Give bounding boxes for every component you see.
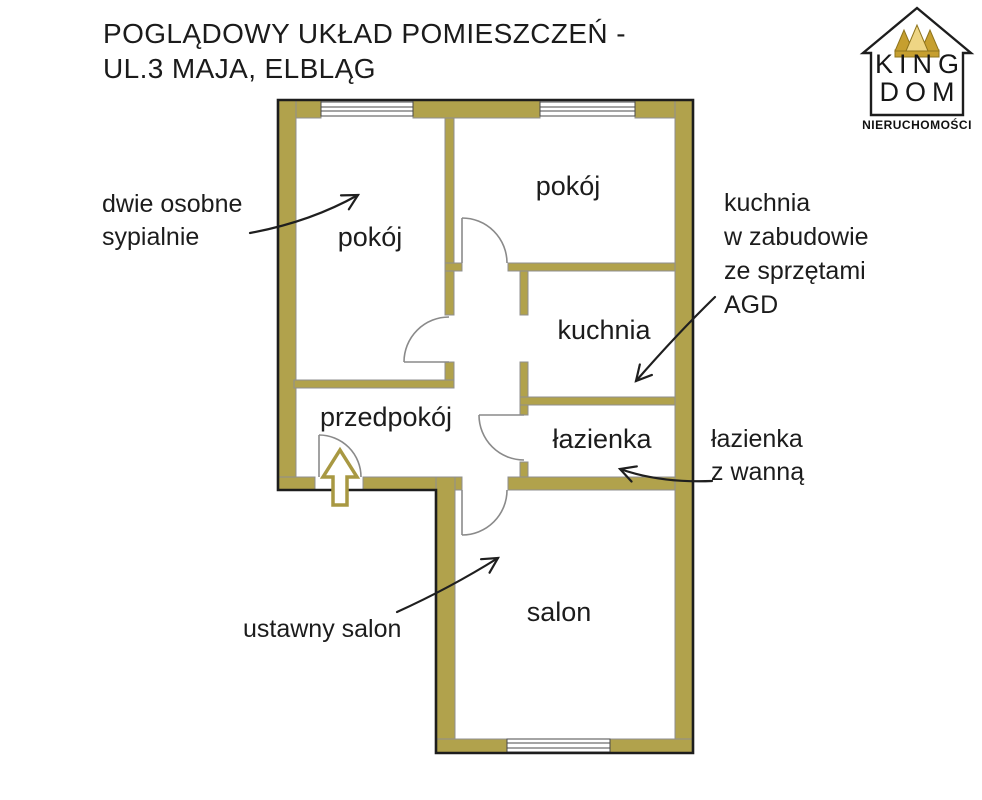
doors (318, 217, 525, 536)
door-bedroom-right (461, 217, 508, 264)
wall-segment (293, 379, 455, 389)
wall-segment (277, 476, 316, 491)
page-title-line-2: UL.3 MAJA, ELBLĄG (103, 53, 376, 84)
windows (320, 101, 636, 753)
note-line: sypialnie (102, 223, 200, 251)
wall-segment (412, 99, 541, 119)
page-title-line-1: POGLĄDOWY UKŁAD POMIESZCZEŃ - (103, 18, 626, 49)
note-line: dwie osobne (102, 190, 243, 218)
logo-brand-king: KING (874, 49, 965, 79)
window-bedroom-right (539, 101, 636, 117)
door-bathroom (478, 414, 525, 461)
door-living-room (461, 489, 508, 536)
room-label-bedroom-left: pokój (337, 222, 403, 252)
wall-segment (519, 361, 529, 416)
wall-segment (674, 99, 694, 754)
interior-walls (293, 117, 676, 478)
wall-segment (277, 99, 297, 491)
wall-segment (507, 262, 676, 272)
room-label-bathroom: łazienka (552, 424, 652, 454)
wall-segment (519, 270, 529, 316)
wall-segment (519, 461, 529, 478)
annotation-arrows (248, 193, 717, 614)
note-line: kuchnia (724, 189, 811, 217)
window-bedroom-left (320, 101, 414, 117)
note-line: łazienka (711, 425, 803, 453)
note-kitchen: kuchnia w zabudowie ze sprzętami AGD (724, 186, 869, 322)
room-label-living-room: salon (526, 597, 592, 627)
wall-segment (435, 476, 456, 754)
arrow-bedrooms (248, 193, 361, 235)
room-label-kitchen: kuchnia (557, 315, 651, 345)
plan-outline (276, 98, 695, 755)
wall-segment (444, 117, 455, 316)
door-bedroom-left (403, 316, 450, 363)
wall-segment (507, 476, 676, 491)
logo (859, 6, 975, 117)
door-entrance (318, 434, 362, 478)
page-title: POGLĄDOWY UKŁAD POMIESZCZEŃ - UL.3 MAJA,… (103, 16, 626, 86)
crown-icon (894, 23, 940, 58)
note-line: ustawny salon (243, 615, 402, 643)
note-living-room: ustawny salon (243, 613, 401, 646)
entrance-arrow-icon (319, 446, 361, 507)
wall-segment (435, 738, 508, 754)
arrow-bathroom (617, 465, 714, 483)
note-bathroom: łazienka z wanną (711, 423, 804, 489)
note-bedrooms: dwie osobne sypialnie (102, 188, 242, 254)
note-line: ze sprzętami (724, 257, 866, 285)
note-line: AGD (724, 291, 779, 319)
house-icon (859, 6, 975, 117)
wall-segment (444, 262, 463, 272)
arrow-kitchen (634, 295, 717, 383)
logo-tagline: NIERUCHOMOŚCI (862, 118, 972, 132)
note-line: z wanną (711, 458, 805, 486)
wall-segment (519, 396, 676, 406)
room-label-hallway: przedpokój (319, 402, 453, 432)
wall-segment (609, 738, 694, 754)
logo-brand-dom: DOM (879, 77, 961, 107)
arrow-living-room (395, 556, 500, 614)
note-line: w zabudowie (724, 223, 869, 251)
room-label-bedroom-right: pokój (535, 171, 601, 201)
window-living-room (506, 738, 611, 753)
